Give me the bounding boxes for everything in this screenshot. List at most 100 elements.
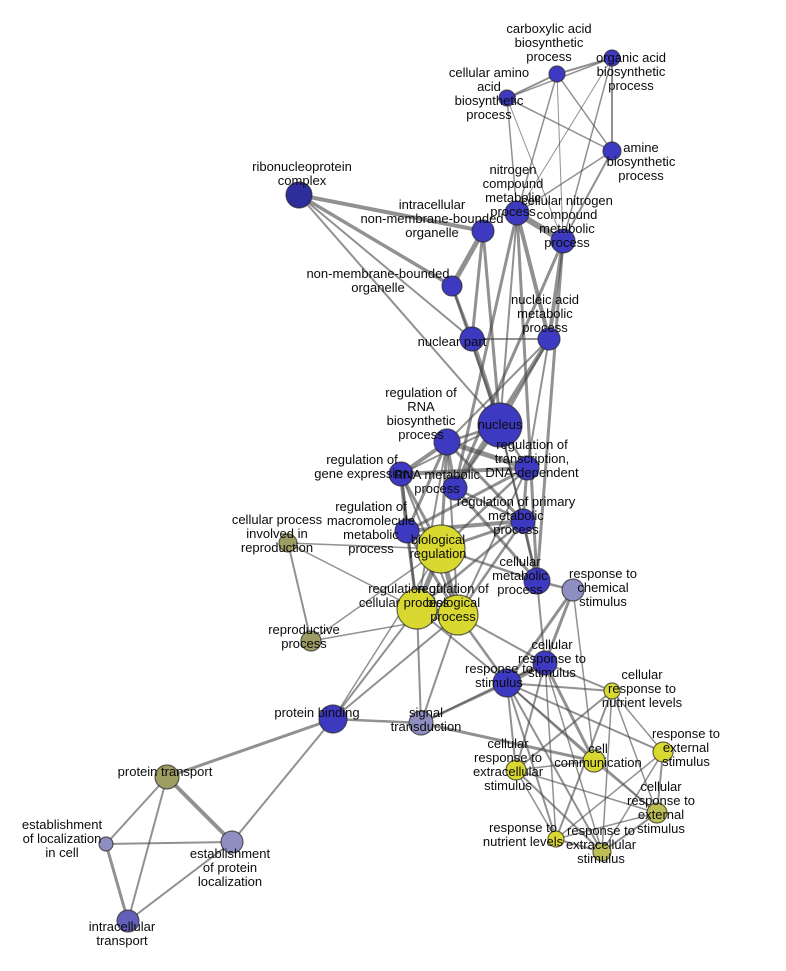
node-rbp[interactable] (437, 594, 479, 636)
edge-rcs-rs (505, 588, 575, 685)
node-nc[interactable] (504, 200, 530, 226)
node-rs[interactable] (492, 668, 522, 698)
node-cc[interactable] (582, 749, 606, 773)
node-pt[interactable] (154, 764, 180, 790)
node-rnp[interactable] (285, 181, 313, 209)
node-rme[interactable] (442, 475, 468, 501)
edge-am-cnc (562, 150, 613, 242)
node-ca[interactable] (548, 65, 566, 83)
node-rge[interactable] (388, 461, 414, 487)
edge-rnp-np (298, 194, 473, 340)
node-cnc[interactable] (550, 228, 576, 254)
edge-cnc-rme (453, 239, 565, 490)
node-rpm[interactable] (510, 508, 536, 534)
edge-rrb-rtd (444, 439, 530, 471)
node-elc[interactable] (98, 836, 114, 852)
edge-rtd-rbp (457, 467, 528, 616)
node-rext[interactable] (652, 741, 674, 763)
edge-crn-crex (515, 690, 613, 771)
node-rp[interactable] (300, 630, 322, 652)
edge-rrb-rmm (405, 440, 449, 533)
node-br[interactable] (416, 524, 466, 574)
node-rnl[interactable] (547, 830, 565, 848)
node-nuc[interactable] (477, 402, 523, 448)
node-label-nuc: nucleus (478, 417, 523, 432)
edge-ca-oa (556, 57, 613, 75)
edge-crs-crex (515, 662, 546, 771)
edge-ca-cnc (556, 73, 564, 242)
node-np[interactable] (459, 326, 485, 352)
node-nmb[interactable] (441, 275, 463, 297)
node-nam[interactable] (537, 327, 561, 351)
edge-pb-rcp (332, 608, 418, 720)
node-it[interactable] (116, 909, 140, 933)
node-rcp[interactable] (396, 588, 438, 630)
edge-pb-rbp (332, 614, 459, 720)
node-crn[interactable] (603, 682, 621, 700)
edge-cm-crs (536, 580, 546, 664)
node-rtd[interactable] (514, 455, 540, 481)
node-aa[interactable] (498, 89, 516, 107)
edge-crs-cc (543, 661, 596, 763)
edge-ca-am (556, 73, 613, 152)
edge-rme-cm (453, 486, 539, 583)
edge-nam-rrb (446, 338, 550, 443)
node-pb[interactable] (318, 704, 348, 734)
edge-rrb-rcp (416, 441, 448, 610)
edge-pt-it (127, 776, 168, 922)
node-cpr[interactable] (278, 533, 298, 553)
node-rexs[interactable] (592, 842, 612, 862)
node-rcs[interactable] (561, 578, 585, 602)
edge-rnp-nuc (298, 194, 501, 426)
edge-crex-rnl (515, 769, 557, 840)
node-st[interactable] (408, 710, 434, 736)
edge-pb-pt (165, 717, 335, 779)
edge-pt-epl (165, 775, 234, 844)
edge-pb-epl (231, 718, 334, 843)
node-rmm[interactable] (394, 518, 420, 544)
node-am[interactable] (602, 141, 622, 161)
node-cm[interactable] (523, 567, 551, 595)
node-oa[interactable] (603, 49, 621, 67)
edge-inmb-np (470, 229, 485, 341)
edge-rpm-rcp (415, 519, 525, 611)
edge-elc-it (104, 842, 130, 923)
edge-cpr-rp (287, 542, 312, 642)
edge-rs-crext (506, 682, 658, 814)
edge-crs-st (420, 662, 546, 724)
edge-rnp-inmb (297, 193, 485, 233)
node-inmb[interactable] (471, 219, 495, 243)
node-crex[interactable] (505, 759, 527, 781)
node-crext[interactable] (646, 802, 668, 824)
edge-pt-elc (105, 776, 168, 845)
node-rrb[interactable] (433, 428, 461, 456)
edge-cpr-rcp (287, 542, 418, 610)
node-crs[interactable] (532, 650, 558, 676)
edge-cc-st (419, 721, 596, 763)
edge-rs-rext (506, 682, 664, 753)
edge-rs-rnl (506, 682, 557, 840)
edge-rtd-rge (399, 466, 529, 476)
node-epl[interactable] (220, 830, 244, 854)
edge-aa-nc (506, 97, 518, 214)
